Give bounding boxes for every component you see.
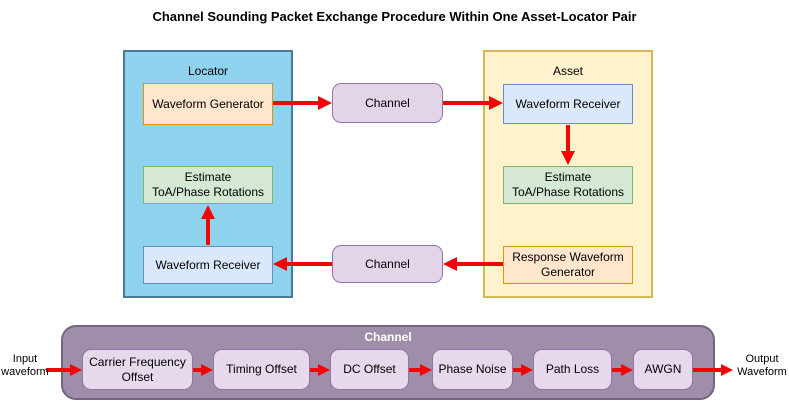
locator-waveform-receiver-block: Waveform Receiver xyxy=(143,246,273,284)
stage-path-loss: Path Loss xyxy=(533,349,612,390)
stage-dc-offset-label: DC Offset xyxy=(343,362,396,376)
arrow-timing-to-dc-line xyxy=(310,368,318,372)
stage-carrier-frequency-offset-label: Carrier Frequency Offset xyxy=(89,354,186,384)
stage-phase-noise-label: Phase Noise xyxy=(438,362,507,376)
arrow-timing-to-dc-head xyxy=(318,364,330,376)
asset-estimate-line1: Estimate xyxy=(544,170,592,184)
arrow-dc-to-phase-line xyxy=(409,368,420,372)
arrow-channel-to-locator-receiver-line xyxy=(287,262,332,266)
arrow-output-head xyxy=(721,364,733,376)
arrow-generator-to-channel-line xyxy=(273,101,318,105)
diagram-title: Channel Sounding Packet Exchange Procedu… xyxy=(152,9,637,24)
locator-label: Locator xyxy=(187,64,229,78)
arrow-asset-receiver-to-estimate-head xyxy=(561,151,575,165)
locator-estimate-line1: Estimate xyxy=(184,170,232,184)
stage-timing-offset-label: Timing Offset xyxy=(226,362,297,376)
arrow-channel-to-locator-receiver-head xyxy=(273,257,287,271)
channel-top-label: Channel xyxy=(365,95,410,110)
channel-chain-label: Channel xyxy=(364,330,412,344)
arrow-dc-to-phase-head xyxy=(420,364,432,376)
input-waveform-label: Input waveform xyxy=(0,353,50,379)
arrow-generator-to-channel-head xyxy=(318,96,332,110)
stage-phase-noise: Phase Noise xyxy=(432,349,513,390)
arrow-locator-receiver-to-estimate-line xyxy=(206,219,210,245)
arrow-phase-to-path-line xyxy=(513,368,521,372)
input-waveform-line2: waveform xyxy=(1,366,49,378)
stage-carrier-frequency-offset: Carrier Frequency Offset xyxy=(82,349,193,390)
locator-estimate-block: Estimate ToA/Phase Rotations xyxy=(143,166,273,204)
arrow-path-to-awgn-head xyxy=(621,364,633,376)
arrow-path-to-awgn-line xyxy=(612,368,621,372)
locator-waveform-generator-label: Waveform Generator xyxy=(152,96,264,111)
asset-waveform-receiver-block: Waveform Receiver xyxy=(503,84,633,124)
asset-estimate-line2: ToA/Phase Rotations xyxy=(511,185,625,199)
arrow-carrier-to-timing-line xyxy=(193,368,201,372)
output-waveform-line1: Output xyxy=(745,353,779,365)
asset-label: Asset xyxy=(552,64,583,78)
arrow-input-line xyxy=(46,368,70,372)
asset-waveform-receiver-label: Waveform Receiver xyxy=(515,96,621,111)
arrow-output-line xyxy=(693,368,721,372)
channel-bottom-block: Channel xyxy=(332,245,443,283)
asset-response-generator-line2: Generator xyxy=(540,265,596,279)
arrow-response-to-channel-line xyxy=(457,262,503,266)
asset-estimate-block: Estimate ToA/Phase Rotations xyxy=(503,166,633,204)
arrow-input-head xyxy=(70,364,82,376)
output-waveform-label: Output Waveform xyxy=(735,353,789,379)
stage-timing-offset: Timing Offset xyxy=(213,349,310,390)
input-waveform-line1: Input xyxy=(12,353,38,365)
stage-dc-offset: DC Offset xyxy=(330,349,409,390)
locator-waveform-receiver-label: Waveform Receiver xyxy=(155,257,261,272)
arrow-carrier-to-timing-head xyxy=(201,364,213,376)
arrow-phase-to-path-head xyxy=(521,364,533,376)
stage-path-loss-label: Path Loss xyxy=(545,362,600,376)
asset-response-generator-block: Response Waveform Generator xyxy=(503,246,633,284)
arrow-channel-to-asset-receiver-head xyxy=(489,96,503,110)
stage-awgn: AWGN xyxy=(633,349,693,390)
channel-top-block: Channel xyxy=(332,83,443,123)
locator-estimate-line2: ToA/Phase Rotations xyxy=(151,185,265,199)
arrow-channel-to-asset-receiver-line xyxy=(443,101,489,105)
arrow-response-to-channel-head xyxy=(443,257,457,271)
output-waveform-line2: Waveform xyxy=(737,366,787,378)
asset-response-generator-line1: Response Waveform xyxy=(512,250,624,264)
arrow-locator-receiver-to-estimate-head xyxy=(201,205,215,219)
channel-bottom-label: Channel xyxy=(365,256,410,271)
stage-awgn-label: AWGN xyxy=(644,362,682,376)
arrow-asset-receiver-to-estimate-line xyxy=(566,125,570,151)
locator-waveform-generator-block: Waveform Generator xyxy=(143,83,273,125)
